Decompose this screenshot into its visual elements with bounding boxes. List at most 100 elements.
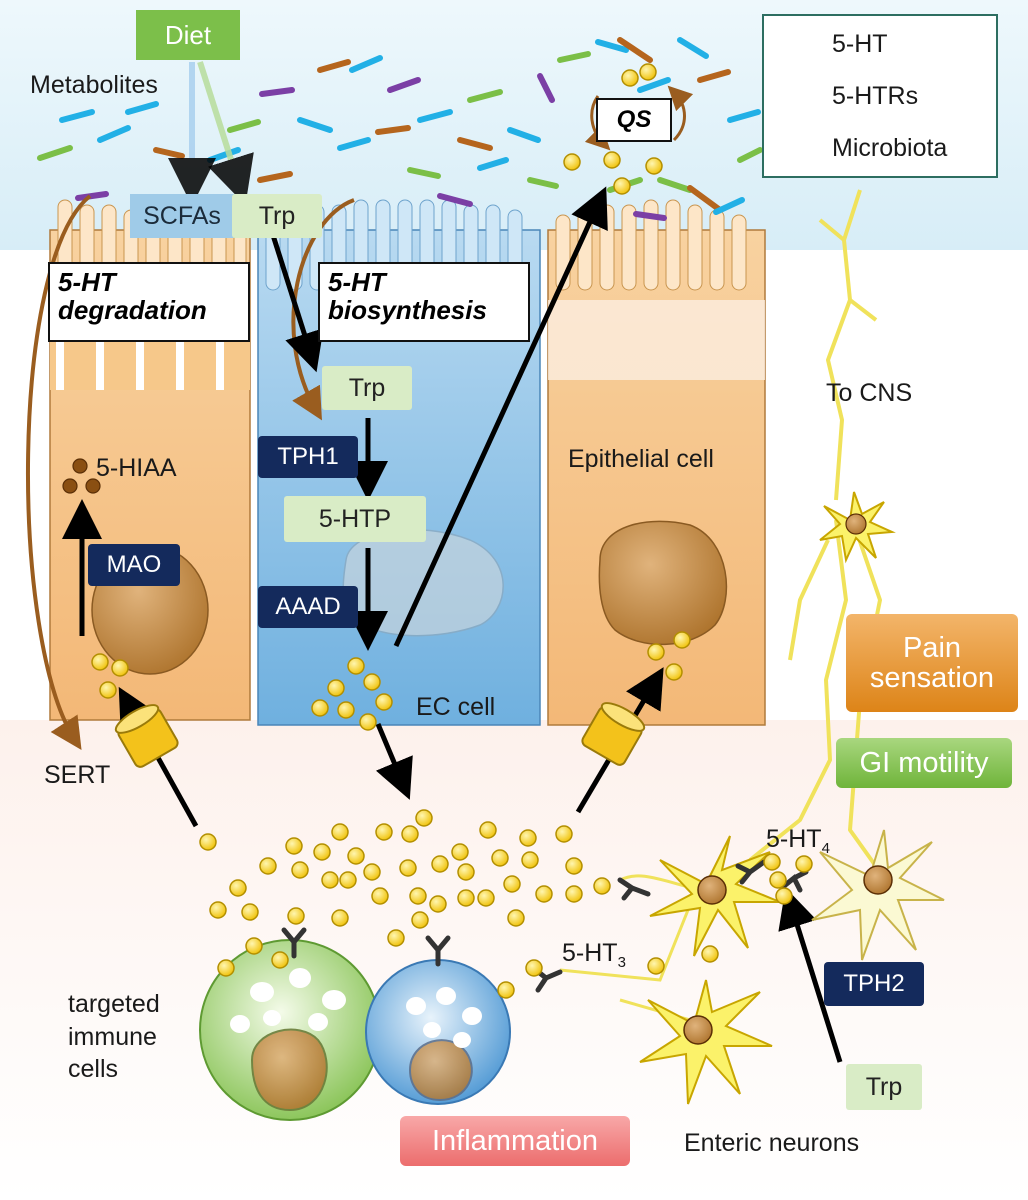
5-ht-molecule: [639, 63, 657, 81]
5-ht-molecule: [457, 889, 475, 907]
immune-cell-blue: [365, 959, 511, 1105]
5-ht-molecule: [431, 855, 449, 873]
5-ht-molecule: [701, 945, 719, 963]
qs-box: QS: [596, 98, 672, 142]
enteric-neuron-3: [639, 979, 773, 1105]
5-ht-molecule: [291, 861, 309, 879]
5-ht-molecule: [451, 843, 469, 861]
immune-label-line3: cells: [68, 1055, 119, 1083]
5-ht-molecule: [647, 957, 665, 975]
5-ht-molecule: [429, 895, 447, 913]
sert-transporter-left: [114, 704, 179, 768]
5-ht-molecule: [507, 909, 525, 927]
tph1-enzyme: TPH1: [258, 436, 358, 478]
5-ht-molecule: [535, 885, 553, 903]
5-ht-molecule: [363, 863, 381, 881]
5-ht-molecule: [503, 875, 521, 893]
5-ht-molecule: [519, 829, 537, 847]
nucleus: [598, 520, 728, 646]
biosynthesis-title-line2: biosynthesis: [328, 295, 487, 326]
5-ht-molecule: [775, 887, 793, 905]
gi-motility-badge: GI motility: [836, 738, 1012, 788]
5-ht-molecule: [565, 885, 583, 903]
mao-enzyme: MAO: [88, 544, 180, 586]
5-ht-molecule: [401, 825, 419, 843]
biosynthesis-cycle-arrow: [291, 198, 355, 421]
5-ht-molecule: [359, 713, 377, 731]
targeted-immune-cells-label: targeted immune cells: [68, 988, 160, 1086]
legend: 5-HT 5-HTRs Microbiota: [762, 14, 998, 178]
5-ht-molecule: [245, 937, 263, 955]
5-ht-molecule: [411, 911, 429, 929]
5-ht-molecule: [285, 837, 303, 855]
degradation-title-line1: 5-HT: [58, 267, 116, 297]
5-ht-molecule: [603, 151, 621, 169]
trp-neuron-box: Trp: [846, 1064, 922, 1110]
legend-5ht-label: 5-HT: [832, 30, 888, 58]
biosynthesis-title-line1: 5-HT: [328, 267, 386, 297]
pain-sensation-line1: Pain: [902, 631, 962, 664]
5-ht-molecule: [311, 699, 329, 717]
immune-cell-green: [199, 939, 381, 1121]
5-ht-molecule: [375, 693, 393, 711]
immune-label-line2: immune: [68, 1022, 157, 1051]
5-ht-molecule: [665, 663, 683, 681]
5-hiaa-label: 5-HIAA: [96, 454, 177, 482]
5-ht-molecule: [613, 177, 631, 195]
microbiota-cluster: [37, 37, 763, 221]
aaad-enzyme: AAAD: [258, 586, 358, 628]
5-ht-molecule: [457, 863, 475, 881]
5-ht4-label: 5-HT4: [766, 825, 830, 858]
5-ht3-label: 5-HT3: [562, 939, 626, 972]
degradation-cycle-arrow: [25, 194, 92, 751]
5-ht-molecule: [321, 871, 339, 889]
immune-label-line1: targeted: [68, 990, 160, 1018]
degradation-title-line2: degradation: [58, 295, 207, 326]
5-hiaa-dots: [62, 458, 101, 494]
5-ht-molecule: [479, 821, 497, 839]
enteric-neuron-2: [811, 829, 945, 961]
to-cns-label: To CNS: [826, 379, 913, 407]
biosynthesis-title: 5-HT biosynthesis: [318, 262, 530, 342]
5-ht-molecule: [375, 823, 393, 841]
receptors: [281, 859, 809, 993]
inflammation-badge: Inflammation: [400, 1116, 630, 1166]
5-ht-molecule: [565, 857, 583, 875]
5-ht-molecule: [521, 851, 539, 869]
5-ht-molecule: [673, 631, 691, 649]
5-ht-molecule: [331, 823, 349, 841]
5-ht-molecule: [287, 907, 305, 925]
scfas-box: SCFAs: [130, 194, 234, 238]
5-ht-molecule: [271, 951, 289, 969]
trp-ec-box: Trp: [322, 366, 412, 410]
5-ht-molecule: [331, 909, 349, 927]
5-ht-molecule: [477, 889, 495, 907]
sert-label: SERT: [44, 761, 111, 789]
qs-loop-right: [667, 85, 694, 142]
legend-microbiota-label: Microbiota: [832, 134, 948, 162]
5-ht-molecule: [621, 69, 639, 87]
5-ht-molecule: [497, 981, 515, 999]
5-ht-molecule: [763, 853, 781, 871]
5-ht-molecule: [769, 871, 787, 889]
5-ht-molecule: [371, 887, 389, 905]
5-ht3-subscript: 3: [617, 954, 626, 971]
5-ht-molecule: [111, 659, 129, 677]
5-ht-molecule: [313, 843, 331, 861]
5-ht-molecule: [327, 679, 345, 697]
ec-cell-label: EC cell: [416, 693, 496, 721]
metabolites-label: Metabolites: [30, 71, 158, 99]
degradation-title: 5-HT degradation: [48, 262, 250, 342]
5-ht-molecule: [337, 701, 355, 719]
5-ht-molecule: [217, 959, 235, 977]
5-ht-molecule: [555, 825, 573, 843]
serotonin-dots: [91, 63, 813, 999]
5-ht-molecule: [347, 847, 365, 865]
sensory-neuron: [819, 491, 896, 564]
5-htp-box: 5-HTP: [284, 496, 426, 542]
5-ht-molecule: [645, 157, 663, 175]
5-ht-molecule: [347, 657, 365, 675]
5-ht-molecule: [415, 809, 433, 827]
